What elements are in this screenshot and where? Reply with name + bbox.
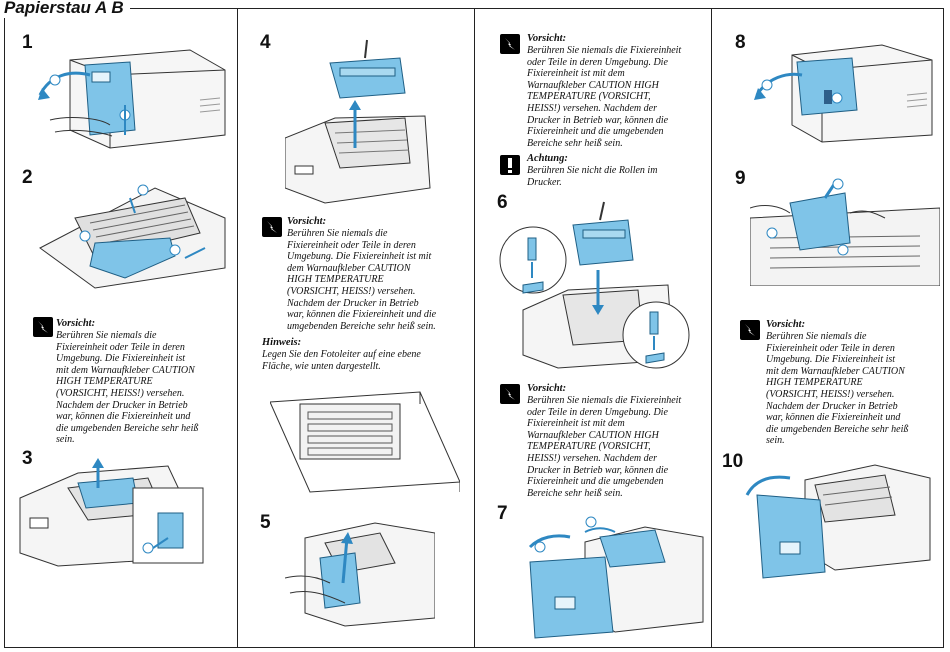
printer-illustration-step-2 — [39, 184, 226, 289]
lightning-warning-icon — [262, 217, 282, 237]
caution-text: Berühren Sie niemals die Fixiereinheit o… — [766, 331, 909, 447]
column-divider — [474, 8, 475, 648]
caution-text: Berühren Sie niemals die Fixiereinheit o… — [287, 228, 437, 332]
step-number-5: 5 — [260, 512, 271, 533]
printer-illustration-step-8 — [754, 44, 933, 143]
printer-illustration-step-7 — [528, 516, 704, 639]
step-number-6: 6 — [497, 192, 508, 213]
note-heading: Hinweis: — [262, 337, 302, 348]
lightning-warning-icon — [740, 320, 760, 340]
printer-illustration-step-4 — [285, 39, 431, 204]
note-text: Legen Sie den Fotoleiter auf eine ebene … — [262, 349, 421, 372]
caution-heading: Vorsicht: — [527, 33, 567, 44]
step-number-10: 10 — [722, 451, 744, 472]
lightning-warning-icon — [33, 317, 53, 337]
page-title: Papierstau A B — [4, 0, 130, 18]
caution-heading: Vorsicht: — [56, 318, 96, 329]
printer-illustration-step-3 — [19, 458, 204, 567]
lightning-warning-icon — [500, 384, 520, 404]
caution-text: Berühren Sie niemals die Fixiereinheit o… — [527, 395, 682, 499]
attention-heading: Achtung: — [527, 153, 568, 164]
exclamation-icon — [500, 155, 520, 175]
caution-text: Berühren Sie niemals die Fixiereinheit o… — [56, 330, 199, 446]
printer-illustration-step-5 — [285, 522, 435, 627]
caution-heading: Vorsicht: — [287, 216, 327, 227]
step-number-8: 8 — [735, 32, 746, 53]
printer-illustration-step-9 — [750, 178, 940, 286]
photoconductor-on-table-illustration — [270, 391, 460, 493]
step-number-3: 3 — [22, 448, 33, 469]
lightning-warning-icon — [500, 34, 520, 54]
attention-text: Berühren Sie nicht die Rollen im Drucker… — [527, 165, 658, 188]
step-number-4: 4 — [260, 32, 271, 53]
step-number-1: 1 — [22, 32, 33, 53]
caution-heading: Vorsicht: — [766, 319, 806, 330]
printer-illustration-step-10 — [745, 464, 931, 579]
printer-illustration-step-1 — [38, 49, 226, 149]
printer-illustration-step-6 — [499, 201, 690, 369]
step-number-7: 7 — [497, 503, 508, 524]
column-divider — [711, 8, 712, 648]
step-number-2: 2 — [22, 167, 33, 188]
column-divider — [237, 8, 238, 648]
caution-text: Berühren Sie niemals die Fixiereinheit o… — [527, 45, 682, 149]
caution-heading: Vorsicht: — [527, 383, 567, 394]
step-number-9: 9 — [735, 168, 746, 189]
